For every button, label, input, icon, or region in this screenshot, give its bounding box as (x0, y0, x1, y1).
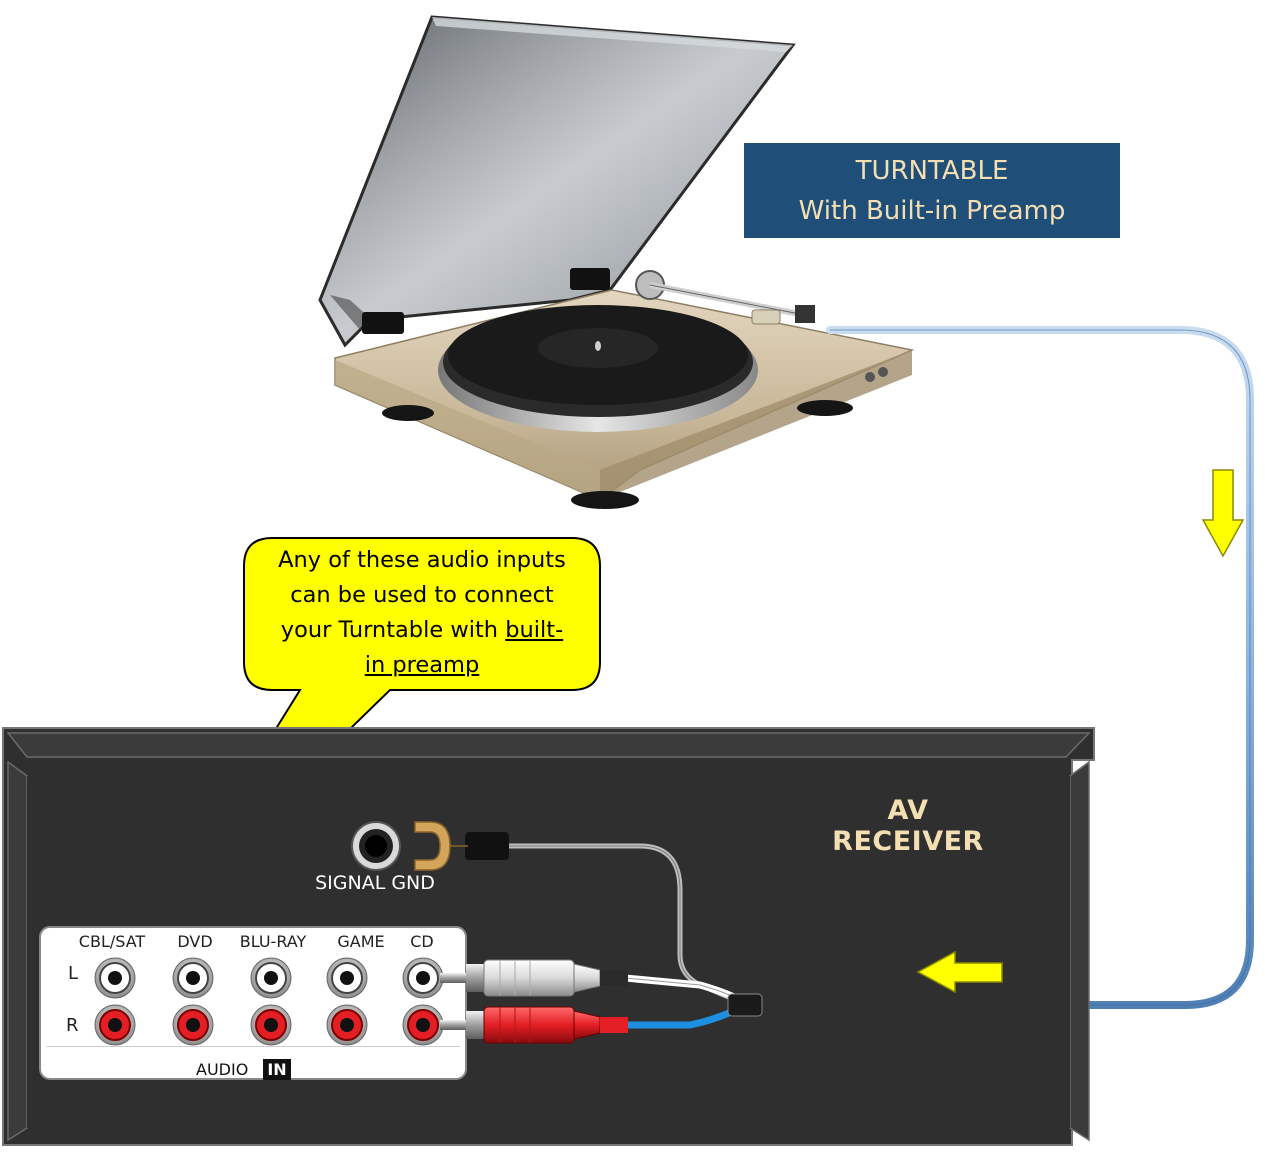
input-label-game: GAME (337, 932, 385, 951)
input-label-dvd: DVD (177, 932, 213, 951)
receiver-title: AV RECEIVER (832, 795, 984, 857)
dust-cover (318, 15, 796, 348)
rca-cable-assembly (440, 959, 763, 1044)
input-jack-cbl-sat-left[interactable] (94, 957, 136, 999)
callout-emphasis-2: in preamp (364, 652, 480, 678)
input-jack-cd-right[interactable] (402, 1004, 444, 1046)
rca-plug-red (440, 1006, 628, 1044)
input-jack-cd-left[interactable] (402, 957, 444, 999)
signal-gnd-label: SIGNAL GND (315, 872, 435, 894)
audio-panel-label: AUDIO (196, 1060, 249, 1079)
rca-plug-white (440, 959, 628, 997)
input-label-cd: CD (410, 932, 434, 951)
input-jack-blu-ray-right[interactable] (250, 1004, 292, 1046)
cable-splitter (727, 993, 763, 1017)
input-jack-blu-ray-left[interactable] (250, 957, 292, 999)
row-label-left: L (68, 963, 79, 984)
signal-gnd-terminal (351, 821, 401, 871)
audio-in-badge: IN (263, 1059, 291, 1080)
input-label-blu-ray: BLU-RAY (239, 932, 307, 951)
input-jack-dvd-left[interactable] (172, 957, 214, 999)
input-label-cbl-sat: CBL/SAT (78, 932, 146, 951)
turntable-title-box: TURNTABLE With Built-in Preamp (744, 143, 1120, 238)
callout-line-3: your Turntable with built- (248, 613, 596, 648)
callout-line-2: can be used to connect (290, 582, 554, 608)
callout-line-3-text: your Turntable with (280, 617, 506, 643)
ground-wire (414, 821, 741, 1005)
input-jack-game-left[interactable] (326, 957, 368, 999)
callout-line-4: in preamp (248, 648, 596, 683)
signal-direction-arrow-left (916, 950, 1003, 994)
turntable-subtitle: With Built-in Preamp (798, 196, 1066, 226)
input-jack-dvd-right[interactable] (172, 1004, 214, 1046)
signal-direction-arrow-down (1201, 469, 1245, 558)
row-label-right: R (66, 1015, 79, 1036)
callout-emphasis-1: built- (505, 617, 564, 643)
input-jack-game-right[interactable] (326, 1004, 368, 1046)
input-jack-cbl-sat-right[interactable] (94, 1004, 136, 1046)
callout-text: Any of these audio inputs can be used to… (248, 543, 596, 683)
callout-line-1: Any of these audio inputs (278, 547, 566, 573)
turntable-title: TURNTABLE (855, 156, 1009, 186)
turntable-illustration (318, 15, 915, 509)
